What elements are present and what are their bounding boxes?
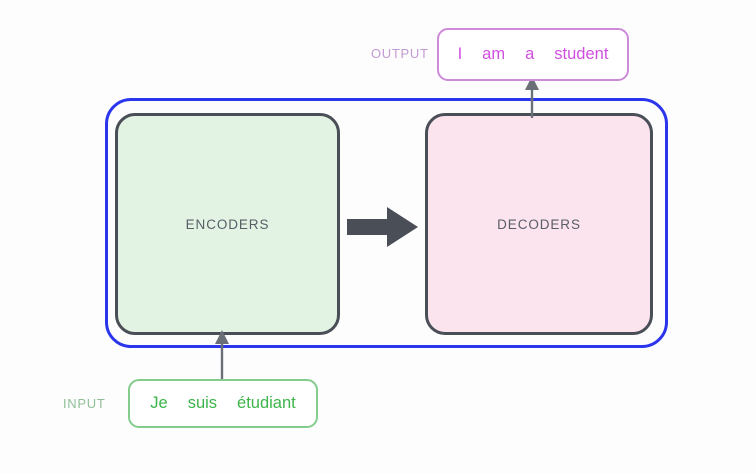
model-container-frame xyxy=(105,98,668,348)
input-token: Je xyxy=(150,394,168,412)
decoders-label: DECODERS xyxy=(497,216,581,232)
input-label: INPUT xyxy=(63,396,106,411)
encoders-label: ENCODERS xyxy=(185,216,270,232)
output-token: I xyxy=(457,45,463,63)
input-sentence-box[interactable]: Je suis étudiant xyxy=(128,379,318,428)
decoders-block[interactable]: DECODERS xyxy=(425,113,653,335)
encoders-block[interactable]: ENCODERS xyxy=(115,113,340,335)
encoders-to-decoders-arrow-icon xyxy=(347,206,419,248)
decoders-to-output-arrow-icon xyxy=(510,76,554,118)
output-sentence-box[interactable]: I am a student xyxy=(437,28,629,81)
output-token-row: I am a student xyxy=(458,45,609,64)
output-token: am xyxy=(482,45,506,63)
output-label: OUTPUT xyxy=(371,46,429,61)
output-token: a xyxy=(525,45,535,63)
input-token: étudiant xyxy=(237,394,296,412)
output-token: student xyxy=(554,45,609,63)
input-token-row: Je suis étudiant xyxy=(150,394,296,413)
input-to-encoders-arrow-icon xyxy=(200,330,244,384)
input-token: suis xyxy=(187,394,218,412)
